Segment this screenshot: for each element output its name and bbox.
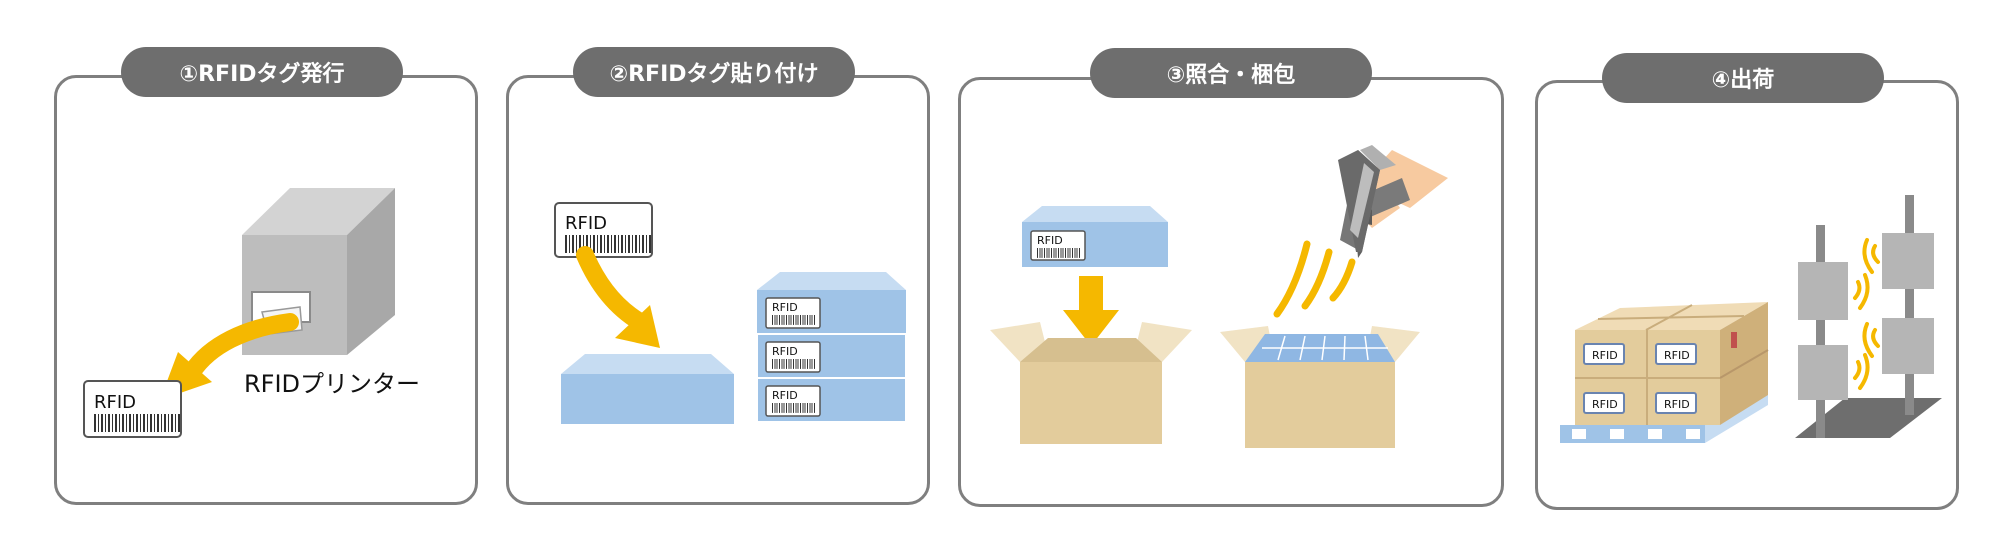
cardboard-box-open-icon [990, 322, 1192, 444]
attach-arrow [576, 246, 660, 348]
step-title-1: ①RFIDタグ発行 [121, 47, 403, 97]
tag-text: RFID [772, 301, 798, 314]
rfid-tag-icon: RFID [554, 202, 653, 258]
step-title-3: ③照合・梱包 [1090, 48, 1372, 98]
rfid-printer-icon [242, 188, 395, 355]
tag-text: RFID [565, 213, 607, 234]
rfid-handheld-reader-icon [1338, 145, 1448, 258]
printer-caption: RFIDプリンター [244, 370, 420, 398]
tag-text: RFID [1664, 349, 1690, 362]
cardboard-box-filled-icon [1220, 326, 1420, 448]
tag-text: RFID [1592, 398, 1618, 411]
tag-text: RFID [1592, 349, 1618, 362]
step-title-2: ②RFIDタグ貼り付け [573, 47, 855, 97]
pallet-icon [1560, 388, 1768, 443]
tagged-product-icon: RFID [1022, 206, 1168, 267]
step-title-4: ④出荷 [1602, 53, 1884, 103]
tagged-product-stack: RFID RFID RFID [756, 272, 907, 423]
rfid-gate-reader-icon [1795, 195, 1942, 438]
pack-down-arrow [1063, 276, 1119, 346]
tag-text: RFID [1037, 234, 1063, 247]
radio-signal-icon [1273, 240, 1356, 318]
tag-text: RFID [94, 392, 136, 413]
tag-text: RFID [772, 389, 798, 402]
tag-text: RFID [772, 345, 798, 358]
tag-text: RFID [1664, 398, 1690, 411]
rfid-tag-icon: RFID [83, 380, 182, 438]
cargo-boxes-icon: RFID RFID RFID RFID [1575, 302, 1769, 425]
radio-signal-icon [1853, 238, 1880, 390]
product-box-icon [561, 354, 734, 424]
